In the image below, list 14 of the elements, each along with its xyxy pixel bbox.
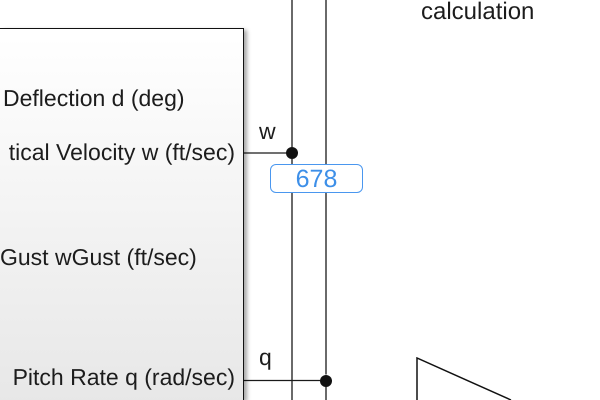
signal-value-display: 678 xyxy=(270,164,363,193)
signal-line xyxy=(291,0,293,147)
block-name-label: calculation xyxy=(421,0,534,24)
signal-line xyxy=(244,152,286,154)
edge-label: w xyxy=(259,118,276,144)
signal-line xyxy=(291,159,293,400)
gain-triangle xyxy=(416,357,512,400)
signal-line xyxy=(325,0,327,374)
port-label: Gust wGust (ft/sec) xyxy=(0,244,197,270)
port-label: Deflection d (deg) xyxy=(3,85,185,111)
port-label: Pitch Rate q (rad/sec) xyxy=(12,364,235,390)
subsystem-block xyxy=(0,28,244,400)
port-label: tical Velocity w (ft/sec) xyxy=(8,139,235,165)
signal-line xyxy=(325,386,327,400)
